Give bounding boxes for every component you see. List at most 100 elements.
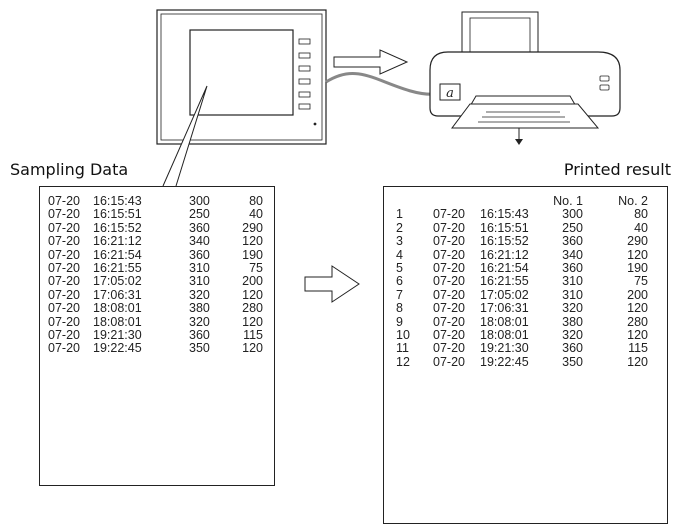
callout-pointer — [162, 85, 208, 187]
value2-cell: 120 — [242, 314, 263, 329]
time-cell: 18:08:01 — [93, 314, 142, 329]
value1-cell: 340 — [189, 234, 210, 249]
time-cell: 17:05:02 — [93, 274, 142, 289]
value1-cell: 360 — [562, 234, 583, 249]
value2-cell: 120 — [627, 301, 648, 316]
row-number-cell: 6 — [396, 274, 403, 289]
value2-cell: 200 — [627, 287, 648, 302]
time-cell: 18:08:01 — [93, 301, 142, 316]
printed-row: 8 07-20 17:06:31 320 120 — [396, 301, 660, 316]
row-number-cell: 8 — [396, 301, 403, 316]
date-cell: 07-20 — [433, 287, 465, 302]
sampling-data-caption: Sampling Data — [10, 160, 129, 179]
time-cell: 16:21:12 — [93, 234, 142, 249]
date-cell: 07-20 — [48, 220, 80, 235]
row-number-cell: 5 — [396, 260, 403, 275]
time-cell: 19:22:45 — [480, 354, 529, 369]
svg-text:a: a — [446, 86, 454, 101]
time-cell: 17:06:31 — [480, 301, 529, 316]
printed-result-caption: Printed result — [563, 160, 671, 179]
sampling-data-panel — [39, 186, 275, 486]
value1-cell: 310 — [189, 274, 210, 289]
row-number-cell: 7 — [396, 287, 403, 302]
value1-cell: 360 — [189, 220, 210, 235]
value1-cell: 300 — [189, 194, 210, 208]
value2-cell: 120 — [242, 341, 263, 356]
value1-cell: 360 — [562, 341, 583, 356]
value1-cell: 300 — [562, 207, 583, 222]
header-no1: No. 1 — [553, 194, 583, 208]
value2-cell: 280 — [627, 314, 648, 329]
date-cell: 07-20 — [48, 341, 80, 356]
value1-cell: 380 — [189, 301, 210, 316]
value2-cell: 200 — [242, 274, 263, 289]
date-cell: 07-20 — [48, 287, 80, 302]
row-number-cell: 2 — [396, 220, 403, 235]
value2-cell: 40 — [249, 207, 263, 222]
printed-result-panel — [383, 186, 668, 524]
value2-cell: 75 — [634, 274, 648, 289]
time-cell: 17:05:02 — [480, 287, 529, 302]
row-number-cell: 1 — [396, 207, 403, 222]
date-cell: 07-20 — [433, 341, 465, 356]
time-cell: 16:21:55 — [93, 260, 142, 275]
value1-cell: 360 — [189, 247, 210, 262]
value2-cell: 80 — [249, 194, 263, 208]
value1-cell: 250 — [189, 207, 210, 222]
time-cell: 19:21:30 — [480, 341, 529, 356]
value1-cell: 250 — [562, 220, 583, 235]
time-cell: 19:21:30 — [93, 327, 142, 342]
date-cell: 07-20 — [433, 220, 465, 235]
date-cell: 07-20 — [48, 207, 80, 222]
date-cell: 07-20 — [48, 327, 80, 342]
date-cell: 07-20 — [433, 301, 465, 316]
row-number-cell: 10 — [396, 327, 410, 342]
row-number-cell: 4 — [396, 247, 403, 262]
time-cell: 16:15:43 — [480, 207, 529, 222]
value2-cell: 290 — [627, 234, 648, 249]
printed-header-row: No. 1 No. 2 — [396, 194, 660, 208]
printed-result-table: No. 1 No. 2 1 07-20 16:15:43 300 80 2 07-20 16:… — [396, 194, 660, 369]
time-cell: 16:15:43 — [93, 194, 142, 208]
value1-cell: 320 — [562, 327, 583, 342]
value2-cell: 40 — [634, 220, 648, 235]
arrow-to-printer — [333, 49, 409, 75]
value2-cell: 120 — [627, 247, 648, 262]
value2-cell: 115 — [243, 327, 263, 342]
date-cell: 07-20 — [433, 327, 465, 342]
date-cell: 07-20 — [48, 234, 80, 249]
value1-cell: 310 — [562, 287, 583, 302]
value2-cell: 120 — [242, 287, 263, 302]
date-cell: 07-20 — [433, 260, 465, 275]
value2-cell: 190 — [242, 247, 263, 262]
time-cell: 16:15:52 — [480, 234, 529, 249]
date-cell: 07-20 — [48, 260, 80, 275]
sampling-row: 07-20 16:15:51 250 40 — [48, 207, 268, 222]
value1-cell: 320 — [562, 301, 583, 316]
time-cell: 16:21:12 — [480, 247, 529, 262]
time-cell: 18:08:01 — [480, 327, 529, 342]
time-cell: 16:21:55 — [480, 274, 529, 289]
output-arrow — [515, 139, 523, 145]
date-cell: 07-20 — [433, 247, 465, 262]
time-cell: 17:06:31 — [93, 287, 142, 302]
row-number-cell: 3 — [396, 234, 403, 249]
value2-cell: 80 — [634, 207, 648, 222]
time-cell: 16:15:51 — [93, 207, 142, 222]
value1-cell: 360 — [562, 260, 583, 275]
